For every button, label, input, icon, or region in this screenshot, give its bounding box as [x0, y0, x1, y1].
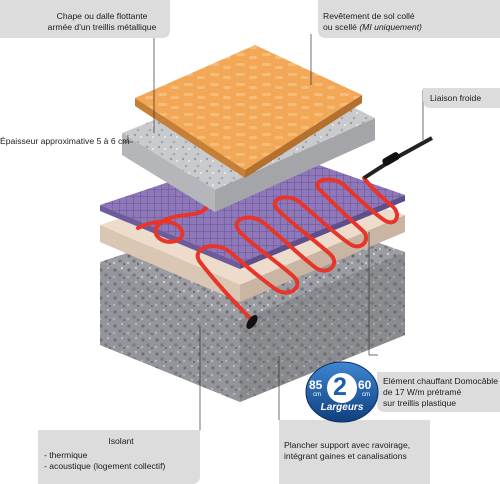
isolant-label: Isolant - thermique - acoustique (logeme…	[44, 436, 198, 472]
badge-left-number: 85	[309, 378, 323, 392]
revetement-label-line2: ou scellé (MI uniquement)	[323, 22, 498, 33]
heating-mesh-layer	[100, 148, 405, 269]
element-label-line1: Elément chauffant Domocâble	[383, 376, 498, 386]
plancher-label-line1: Plancher support avec ravoirage,	[284, 440, 411, 450]
isolant-title: Isolant	[108, 436, 134, 446]
element-chauffant-label: Elément chauffant Domocâble de 17 W/m pr…	[383, 376, 498, 409]
heating-cable-left	[136, 193, 211, 244]
chape-label-line1: Chape ou dalle flottante	[56, 11, 148, 21]
plancher-label-line2: intégrant gaines et canalisations	[284, 451, 407, 461]
element-label-line3: sur treillis plastique	[383, 398, 457, 408]
plancher-label: Plancher support avec ravoirage, intégra…	[284, 440, 430, 462]
chape-label-line2: armée d'un treillis métallique	[47, 22, 157, 32]
isolant-item-thermique: - thermique	[44, 450, 88, 460]
heating-cable	[195, 176, 400, 320]
epaisseur-label: Épaisseur approximative 5 à 6 cm	[0, 136, 129, 147]
revetement-label: Revêtement de sol collé ou scellé (MI un…	[323, 11, 498, 33]
tile-layer	[135, 45, 362, 178]
epaisseur-label-text: Épaisseur approximative 5 à 6 cm	[0, 136, 130, 146]
revetement-label-prefix: ou scellé	[323, 22, 360, 32]
revetement-label-italic: (MI uniquement)	[359, 22, 422, 32]
cold-lead-junction	[382, 152, 400, 166]
isolant-item-acoustique: - acoustique (logement collectif)	[44, 461, 166, 471]
revetement-label-line1: Revêtement de sol collé	[323, 11, 415, 21]
chape-label: Chape ou dalle flottante armée d'un trei…	[38, 11, 166, 33]
liaison-label-text: Liaison froide	[430, 93, 482, 103]
badge-left-unit: cm	[313, 392, 321, 398]
largeurs-badge	[305, 361, 379, 423]
badge-right-unit: cm	[362, 392, 370, 398]
badge-right-number: 60	[358, 378, 372, 392]
liaison-label: Liaison froide	[430, 93, 481, 104]
element-label-line2: de 17 W/m prétramé	[383, 387, 462, 397]
badge-center-number: 2	[333, 373, 347, 401]
cable-end-connector	[246, 315, 258, 329]
badge-word: Largeurs	[320, 402, 364, 413]
